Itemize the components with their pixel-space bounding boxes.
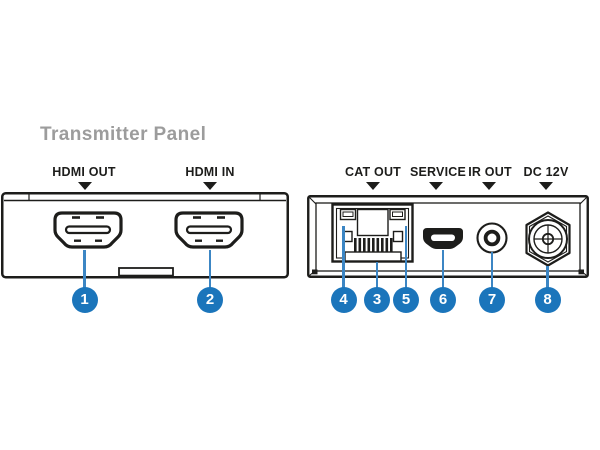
callout-4: 4 — [330, 287, 357, 313]
ir-out-jack-icon — [476, 222, 508, 254]
leader-line-7 — [491, 252, 494, 288]
pointer-triangle-icon — [203, 182, 217, 190]
pointer-triangle-icon — [429, 182, 443, 190]
pointer-triangle-icon — [78, 182, 92, 190]
label-dc-12v: DC 12V — [523, 165, 569, 179]
front-panel-drawing — [1, 192, 289, 279]
hdmi-in-port-icon — [174, 211, 244, 249]
pointer-triangle-icon — [539, 182, 553, 190]
front-bottom-notch — [118, 267, 174, 277]
callout-5: 5 — [393, 287, 419, 313]
label-ir-out: IR OUT — [468, 165, 512, 179]
leader-line-8 — [546, 266, 549, 288]
leader-line-4 — [342, 226, 345, 288]
leader-line-1 — [83, 250, 86, 288]
callout-1: 1 — [71, 287, 98, 313]
callout-6: 6 — [430, 287, 456, 313]
leader-line-2 — [209, 250, 212, 288]
leader-line-6 — [442, 250, 445, 288]
callout-8: 8 — [534, 287, 561, 313]
label-hdmi-out: HDMI OUT — [52, 165, 116, 179]
pointer-triangle-icon — [366, 182, 380, 190]
hdmi-out-port-icon — [53, 211, 123, 249]
diagram-title: Transmitter Panel — [40, 124, 207, 145]
pointer-triangle-icon — [482, 182, 496, 190]
callout-3: 3 — [364, 287, 390, 313]
label-hdmi-in: HDMI IN — [185, 165, 235, 179]
callout-7: 7 — [479, 287, 505, 313]
label-service: SERVICE — [409, 165, 467, 179]
leader-line-5 — [405, 226, 408, 288]
micro-usb-service-port-icon — [423, 228, 463, 249]
leader-line-3 — [376, 262, 379, 288]
front-chassis — [1, 192, 289, 279]
label-cat-out: CAT OUT — [344, 165, 402, 179]
dc-power-jack-icon — [525, 211, 571, 267]
callout-2: 2 — [197, 287, 223, 313]
